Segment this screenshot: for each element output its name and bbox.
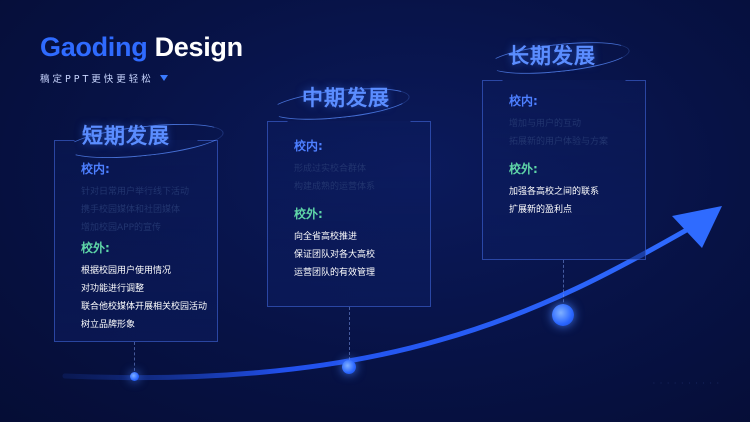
list-item: 对功能进行调整 <box>81 284 145 294</box>
outside-label: 校外: <box>509 162 538 176</box>
milestone-dot-short <box>130 372 139 381</box>
outside-label: 校外: <box>81 241 110 255</box>
milestone-dot-long <box>552 304 574 326</box>
phase-card-medium: 校内: 形成过实校合群体 构建成熟的运营体系 校外: 向全省高校推进 保证团队对… <box>267 121 431 307</box>
triangle-down-icon <box>159 75 168 81</box>
list-item: 向全省高校推进 <box>294 232 358 242</box>
list-item: 运营团队的有效管理 <box>294 268 376 278</box>
list-item: 加强各高校之间的联系 <box>509 187 600 197</box>
brand-name-accent: Gaoding <box>40 32 148 62</box>
brand-logo: Gaoding Design <box>40 32 243 63</box>
inside-label: 校内: <box>294 139 323 153</box>
list-item: 保证团队对各大高校 <box>294 250 376 260</box>
list-item: 树立品牌形象 <box>81 320 136 330</box>
list-item: 根据校园用户使用情况 <box>81 266 172 276</box>
list-item: 构建成熟的运营体系 <box>294 182 376 192</box>
list-item: 形成过实校合群体 <box>294 164 367 174</box>
phase-medium-inside-section: 校内: 形成过实校合群体 构建成熟的运营体系 <box>294 137 375 196</box>
phase-title-long: 长期发展 <box>508 44 596 68</box>
list-item: 针对日常用户举行线下活动 <box>81 187 190 197</box>
phase-short-inside-section: 校内: 针对日常用户举行线下活动 携手校园媒体和社团媒体 增加校园APP的宣传 <box>81 160 189 237</box>
phase-short-outside-section: 校外: 根据校园用户使用情况 对功能进行调整 联合他校媒体开展相关校园活动 树立… <box>81 239 207 334</box>
connector-line-short <box>134 342 135 376</box>
list-item: 增加校园APP的宣传 <box>81 223 162 233</box>
phase-long-outside-section: 校外: 加强各高校之间的联系 扩展新的盈利点 <box>509 160 599 219</box>
connector-line-medium <box>349 307 350 365</box>
brand-name-design: Design <box>147 32 244 62</box>
brand-tagline: 稿定PPT更快更轻松 <box>40 71 168 85</box>
phase-card-long: 校内: 增加与用户的互动 拓展新的用户体验与方案 校外: 加强各高校之间的联系 … <box>482 80 646 260</box>
phase-long-inside-section: 校内: 增加与用户的互动 拓展新的用户体验与方案 <box>509 92 608 151</box>
phase-title-short: 短期发展 <box>82 124 170 148</box>
milestone-dot-medium <box>342 360 356 374</box>
list-item: 携手校园媒体和社团媒体 <box>81 205 181 215</box>
list-item: 拓展新的用户体验与方案 <box>509 137 609 147</box>
phase-title-medium: 中期发展 <box>302 86 390 110</box>
phase-card-short: 校内: 针对日常用户举行线下活动 携手校园媒体和社团媒体 增加校园APP的宣传 … <box>54 140 218 342</box>
growth-arrow-head <box>672 206 722 248</box>
tagline-text: 稿定PPT更快更轻松 <box>40 74 154 85</box>
inside-label: 校内: <box>81 162 110 176</box>
list-item: 联合他校媒体开展相关校园活动 <box>81 302 208 312</box>
phase-medium-outside-section: 校外: 向全省高校推进 保证团队对各大高校 运营团队的有效管理 <box>294 205 375 282</box>
outside-label: 校外: <box>294 207 323 221</box>
connector-line-long <box>563 260 564 312</box>
watermark-text: · · · · · · · · · · <box>652 379 720 388</box>
inside-label: 校内: <box>509 94 538 108</box>
growth-curve-line <box>62 225 693 381</box>
list-item: 扩展新的盈利点 <box>509 205 573 215</box>
list-item: 增加与用户的互动 <box>509 119 582 129</box>
